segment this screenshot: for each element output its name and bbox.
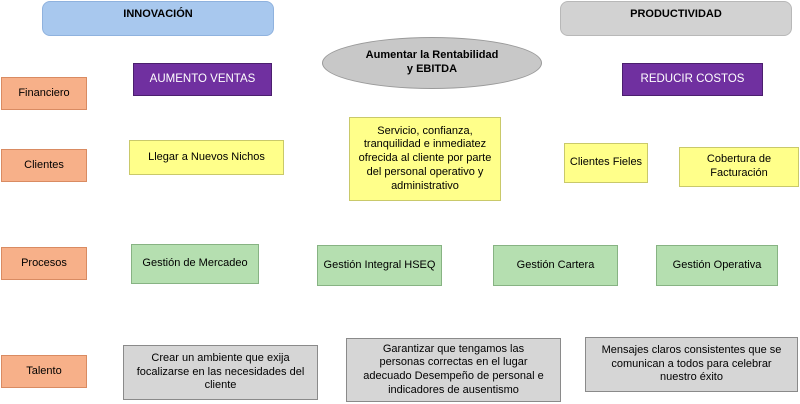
objective-crear-ambiente: Crear un ambiente que exija focalizarse … xyxy=(123,345,318,400)
objective-gestion-mercadeo: Gestión de Mercadeo xyxy=(131,244,259,284)
header-productividad: PRODUCTIVIDAD xyxy=(560,1,792,36)
objective-reducir-costos: REDUCIR COSTOS xyxy=(622,63,763,96)
objective-mensajes-claros: Mensajes claros consistentes que se comu… xyxy=(585,337,798,392)
goal-ellipse: Aumentar la Rentabilidad y EBITDA xyxy=(322,37,542,89)
objective-nuevos-nichos: Llegar a Nuevos Nichos xyxy=(129,140,284,175)
goal-line-1: Aumentar la Rentabilidad xyxy=(365,49,499,62)
header-innovacion: INNOVACIÓN xyxy=(42,1,274,36)
objective-aumento-ventas: AUMENTO VENTAS xyxy=(133,63,272,96)
objective-clientes-fieles: Clientes Fieles xyxy=(564,143,648,183)
row-label-financiero: Financiero xyxy=(1,77,87,110)
row-label-talento: Talento xyxy=(1,355,87,388)
row-label-clientes: Clientes xyxy=(1,149,87,182)
objective-gestion-cartera: Gestión Cartera xyxy=(493,245,618,286)
objective-gestion-hseq: Gestión Integral HSEQ xyxy=(317,245,442,286)
objective-servicio: Servicio, confianza, tranquilidad e inme… xyxy=(349,117,501,201)
goal-text: Aumentar la Rentabilidad y EBITDA xyxy=(366,49,499,77)
objective-gestion-operativa: Gestión Operativa xyxy=(656,245,778,286)
row-label-procesos: Procesos xyxy=(1,247,87,280)
objective-garantizar-personas: Garantizar que tengamos las personas cor… xyxy=(346,338,561,402)
objective-cobertura-facturacion: Cobertura de Facturación xyxy=(679,147,799,187)
goal-line-2: y EBITDA xyxy=(406,63,458,75)
